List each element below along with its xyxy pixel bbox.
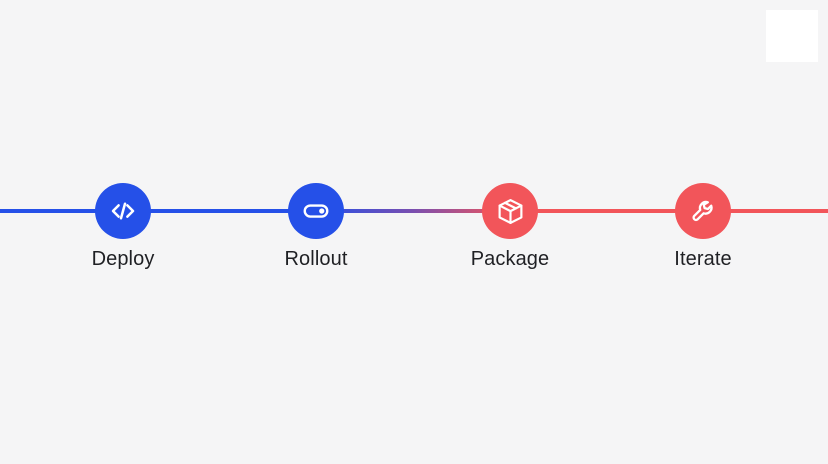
timeline-node-iterate[interactable] [675, 183, 731, 239]
timeline-node-deploy[interactable] [95, 183, 151, 239]
timeline-node-package[interactable] [482, 183, 538, 239]
toggle-on-icon [301, 196, 331, 226]
timeline-rail-left-edge [0, 209, 123, 213]
code-icon [108, 196, 138, 226]
timeline-rail-rollout-to-package [316, 209, 510, 213]
timeline-label-rollout: Rollout [284, 248, 348, 270]
box-icon [496, 197, 525, 226]
blank-white-card [766, 10, 818, 62]
timeline-rail-package-to-iterate [510, 209, 703, 213]
timeline-label-iterate: Iterate [674, 248, 732, 270]
wrench-icon [689, 197, 718, 226]
timeline-rail-right-edge [703, 209, 828, 213]
timeline-node-rollout[interactable] [288, 183, 344, 239]
timeline-rail-deploy-to-rollout [123, 209, 316, 213]
timeline-label-package: Package [470, 248, 550, 270]
timeline-label-deploy: Deploy [91, 248, 155, 270]
